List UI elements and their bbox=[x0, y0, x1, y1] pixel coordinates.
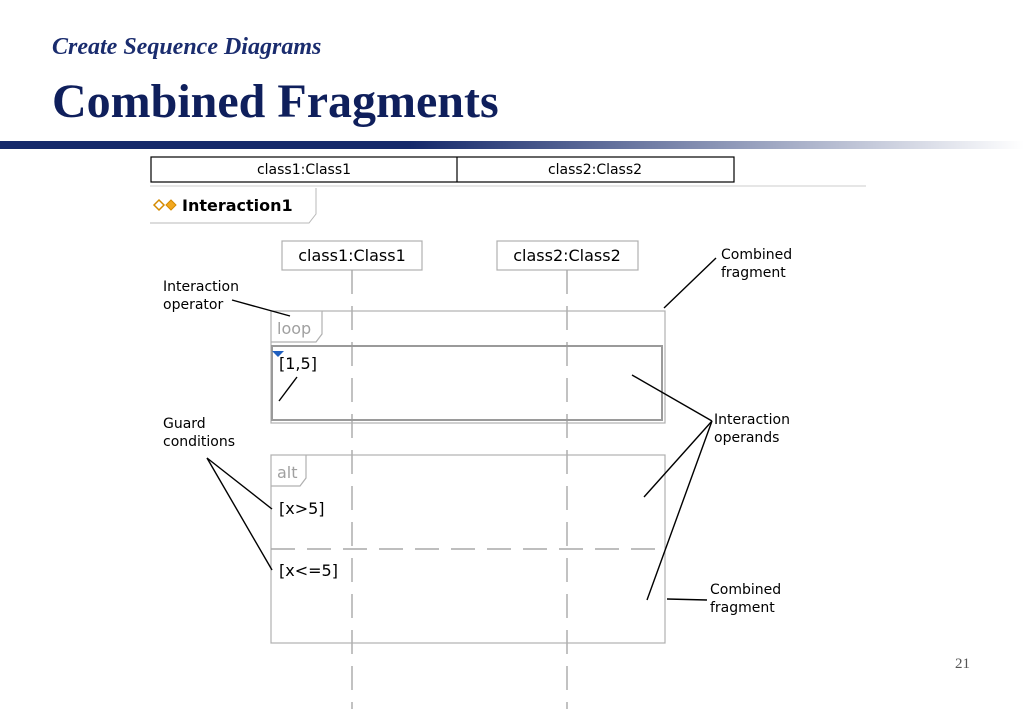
interaction-name: Interaction1 bbox=[182, 196, 293, 215]
callout-interaction-operands: Interaction operands bbox=[714, 412, 790, 446]
alt-operator: alt bbox=[277, 463, 298, 482]
svg-text:Combined: Combined bbox=[710, 582, 781, 598]
title-rule bbox=[0, 141, 1024, 149]
callout-guard-conditions: Guard conditions bbox=[163, 416, 235, 450]
loop-operator: loop bbox=[277, 319, 311, 338]
svg-text:operands: operands bbox=[714, 430, 779, 446]
callout-combined-fragment-top: Combined fragment bbox=[721, 247, 792, 281]
callout-interaction-operator: Interaction operator bbox=[163, 279, 239, 313]
lifeline-class2[interactable]: class2:Class2 bbox=[496, 240, 639, 709]
lifeline-class2-label: class2:Class2 bbox=[513, 246, 621, 265]
callout-combined-fragment-bottom: Combined fragment bbox=[710, 582, 781, 616]
header-bar: class1:Class1 class2:Class2 bbox=[150, 156, 735, 183]
svg-text:Interaction: Interaction bbox=[714, 412, 790, 428]
svg-text:conditions: conditions bbox=[163, 434, 235, 450]
svg-text:operator: operator bbox=[163, 297, 223, 313]
page-number: 21 bbox=[955, 656, 970, 672]
svg-text:fragment: fragment bbox=[710, 600, 775, 616]
loop-fragment[interactable]: loop [1,5] bbox=[270, 310, 666, 424]
selection-marker bbox=[272, 351, 284, 357]
callout-lines bbox=[206, 257, 717, 601]
alt-fragment[interactable]: alt [x>5] [x<=5] bbox=[270, 454, 666, 644]
svg-text:fragment: fragment bbox=[721, 265, 786, 281]
svg-text:Combined: Combined bbox=[721, 247, 792, 263]
lifeline-class1[interactable]: class1:Class1 bbox=[281, 240, 423, 709]
loop-guard: [1,5] bbox=[279, 354, 317, 373]
svg-text:Guard: Guard bbox=[163, 416, 206, 432]
alt-guard-2: [x<=5] bbox=[279, 561, 338, 580]
loop-operand[interactable] bbox=[271, 345, 663, 421]
slide-subtitle: Create Sequence Diagrams bbox=[52, 34, 322, 60]
interaction-tab[interactable]: Interaction1 bbox=[150, 185, 866, 224]
lifeline-class1-label: class1:Class1 bbox=[298, 246, 406, 265]
header-cell-class2[interactable]: class2:Class2 bbox=[548, 162, 642, 178]
alt-guard-1: [x>5] bbox=[279, 499, 325, 518]
svg-text:Interaction: Interaction bbox=[163, 279, 239, 295]
diamonds-icon bbox=[152, 198, 177, 212]
header-cell-class1[interactable]: class1:Class1 bbox=[257, 162, 351, 178]
slide-title: Combined Fragments bbox=[52, 75, 499, 128]
